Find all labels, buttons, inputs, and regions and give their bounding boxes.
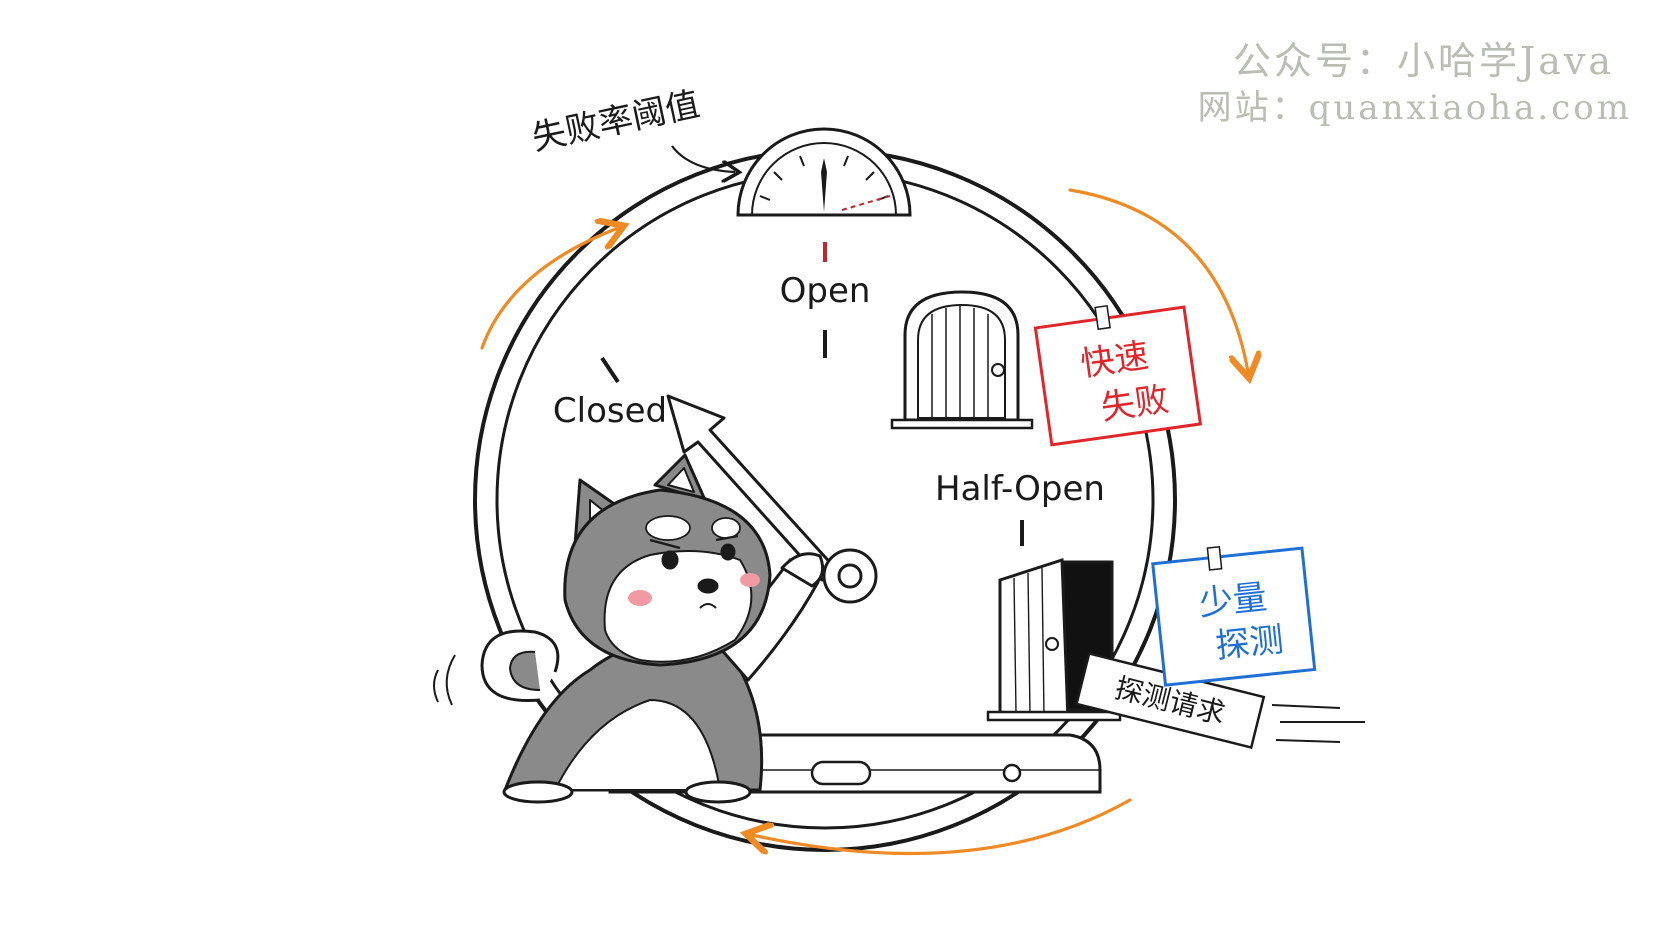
fast-fail-line1: 快速 <box>1078 336 1151 385</box>
dial-pointer <box>666 394 878 604</box>
closed-door <box>890 290 1034 430</box>
fast-fail-note: 快速 失败 <box>1033 304 1203 447</box>
threshold-gauge <box>736 127 912 217</box>
cycle-arrows <box>480 188 1248 856</box>
probe-line2: 探测 <box>1214 620 1286 667</box>
cheek <box>628 590 652 606</box>
tape <box>1094 304 1111 331</box>
probe-note: 少量 探测 <box>1151 545 1317 687</box>
shiba-mascot <box>480 453 825 804</box>
fast-fail-line2: 失败 <box>1099 379 1172 428</box>
cycle-arrow-bottom <box>752 798 1132 856</box>
closed-tick <box>600 356 620 384</box>
cycle-arrow-top-left <box>480 228 618 350</box>
tape <box>1206 545 1223 571</box>
threshold-label: 失败率阈值 <box>529 84 704 158</box>
motion-lines-right <box>1271 704 1365 743</box>
half-open-label: Half-Open <box>935 469 1105 509</box>
gauge-needle <box>821 158 827 212</box>
cheek <box>740 573 760 587</box>
open-label: Open <box>780 271 871 311</box>
watermark-website: 网站：quanxiaoha.com <box>1197 88 1632 128</box>
probe-line1: 少量 <box>1197 577 1269 624</box>
watermark-wechat: 公众号：小哈学Java <box>1232 39 1614 83</box>
threshold-arrow <box>671 145 735 172</box>
motion-lines-tail <box>433 654 456 706</box>
cycle-arrow-right <box>1068 188 1248 372</box>
closed-label: Closed <box>553 391 667 431</box>
